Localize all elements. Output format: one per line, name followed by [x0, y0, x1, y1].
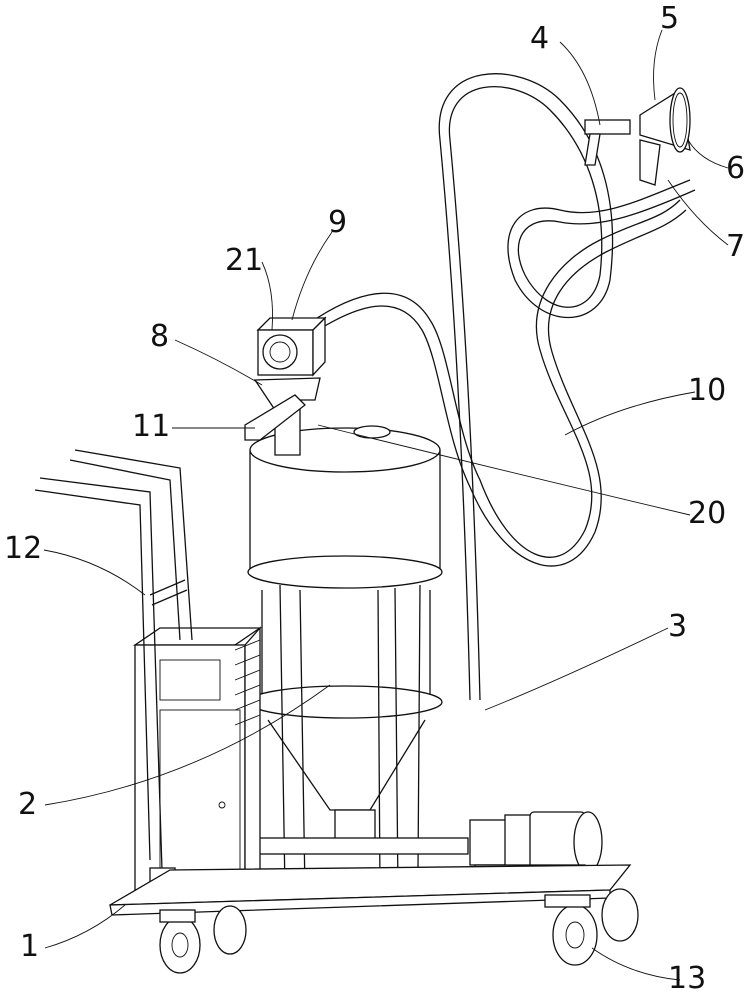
- label-7: 7: [726, 229, 746, 264]
- label-4: 4: [530, 21, 550, 56]
- hose-10: [299, 73, 696, 701]
- label-2: 2: [18, 787, 38, 822]
- label-5: 5: [660, 1, 680, 36]
- cabinet: [132, 626, 263, 892]
- label-13: 13: [668, 961, 707, 996]
- spray-gun: [584, 87, 691, 186]
- label-10: 10: [688, 373, 727, 408]
- tank-2: [247, 425, 443, 891]
- label-20: 20: [688, 496, 727, 531]
- label-12: 12: [4, 531, 43, 566]
- label-11: 11: [132, 409, 171, 444]
- leader-lines: [43, 29, 729, 981]
- label-21: 21: [225, 243, 264, 278]
- label-1: 1: [20, 929, 40, 964]
- label-8: 8: [150, 319, 170, 354]
- wheels-13: [159, 888, 639, 974]
- fan-box-9: [244, 316, 327, 456]
- label-9: 9: [328, 205, 348, 240]
- label-6: 6: [726, 151, 746, 186]
- label-3: 3: [668, 609, 688, 644]
